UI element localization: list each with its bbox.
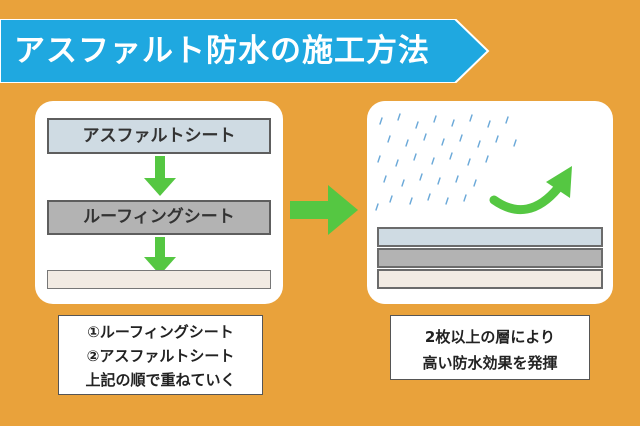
banner-arrow-shape: [0, 19, 490, 83]
down-arrow-icon: [144, 156, 176, 196]
page-title: アスファルト防水の施工方法: [14, 33, 430, 69]
stack-layer-roofing: [377, 248, 603, 268]
note-line: 2枚以上の層により: [424, 328, 556, 346]
bounce-arrow-icon: [489, 166, 572, 214]
down-arrow-icon: [144, 237, 176, 275]
rain-icon: [375, 113, 517, 211]
note-line: ②アスファルトシート: [86, 347, 235, 365]
right-arrow-icon: [290, 185, 358, 235]
asphalt-sheet-layer: アスファルトシート: [47, 118, 271, 154]
title-banner: アスファルト防水の施工方法: [0, 19, 490, 83]
stack-layer-base: [377, 269, 603, 289]
base-layer: [47, 270, 271, 289]
stack-layer-asphalt: [377, 227, 603, 247]
roofing-sheet-layer: ルーフィングシート: [47, 200, 271, 235]
procedure-note: ①ルーフィングシート ②アスファルトシート 上記の順で重ねていく: [58, 315, 263, 395]
note-line: 高い防水効果を発揮: [422, 354, 558, 372]
note-line: ①ルーフィングシート: [87, 323, 234, 341]
note-line: 上記の順で重ねていく: [85, 371, 236, 389]
effect-note: 2枚以上の層により 高い防水効果を発揮: [390, 315, 590, 380]
